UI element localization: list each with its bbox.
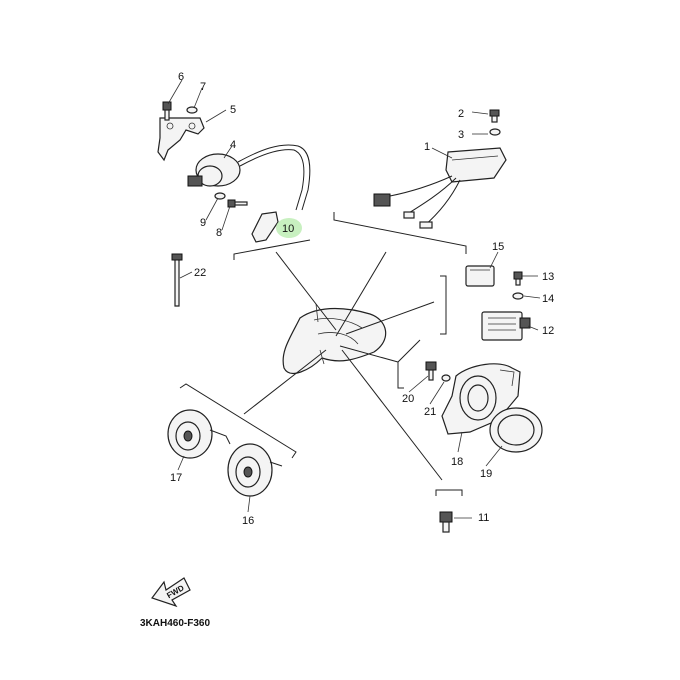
label-part-18: 18 (451, 456, 463, 468)
label-part-1: 1 (424, 141, 430, 153)
pickup-group (425, 361, 543, 453)
washer-7 (186, 106, 198, 114)
label-part-19: 19 (480, 468, 492, 480)
ignition-coil-group (157, 101, 311, 243)
label-10-highlight (276, 218, 302, 238)
hightension-cable (237, 144, 311, 211)
label-part-4: 4 (230, 139, 236, 151)
label-part-6: 6 (178, 71, 184, 83)
label-part-20: 20 (402, 393, 414, 405)
bolt-6 (162, 101, 172, 111)
band-22 (174, 257, 180, 307)
label-part-2: 2 (458, 108, 464, 120)
cdi-connector (373, 193, 391, 207)
spark-plug-cap (251, 211, 279, 243)
washer-14 (512, 292, 524, 300)
label-part-13: 13 (542, 271, 554, 283)
washer-3 (489, 128, 501, 136)
label-part-22: 22 (194, 267, 206, 279)
cdi-unit (445, 147, 507, 183)
washer-9 (214, 192, 226, 200)
relay-15 (465, 265, 495, 287)
wire-harness (243, 251, 443, 481)
screw-20 (425, 361, 437, 371)
label-part-15: 15 (492, 241, 504, 253)
label-part-16: 16 (242, 515, 254, 527)
label-part-9: 9 (200, 217, 206, 229)
label-leaders (167, 79, 541, 519)
coil-bracket (157, 117, 205, 162)
clamp-22-group (171, 253, 183, 307)
label-part-14: 14 (542, 293, 554, 305)
diagram-code: 3KAH460-F360 (140, 618, 210, 629)
bolt-11 (439, 511, 453, 523)
label-part-12: 12 (542, 325, 554, 337)
label-part-5: 5 (230, 104, 236, 116)
relay-group (465, 265, 531, 341)
washer-21 (441, 374, 451, 382)
label-part-7: 7 (200, 81, 206, 93)
rectifier-12 (481, 311, 523, 341)
cdi-unit-group (373, 109, 507, 229)
fwd-arrow: FWD (151, 577, 191, 608)
bolt-2 (489, 109, 500, 117)
label-part-10: 10 (282, 223, 294, 235)
part-labels: 1 2 3 4 5 6 7 8 9 10 11 12 13 14 15 16 1… (170, 71, 554, 527)
bolt-13 (513, 271, 523, 280)
label-part-17: 17 (170, 472, 182, 484)
bolt-8 (227, 199, 236, 208)
label-part-3: 3 (458, 129, 464, 141)
bolt-11-group (439, 511, 453, 533)
label-part-8: 8 (216, 227, 222, 239)
label-part-11: 11 (478, 512, 489, 524)
horn-group (167, 409, 283, 497)
label-part-21: 21 (424, 406, 436, 418)
